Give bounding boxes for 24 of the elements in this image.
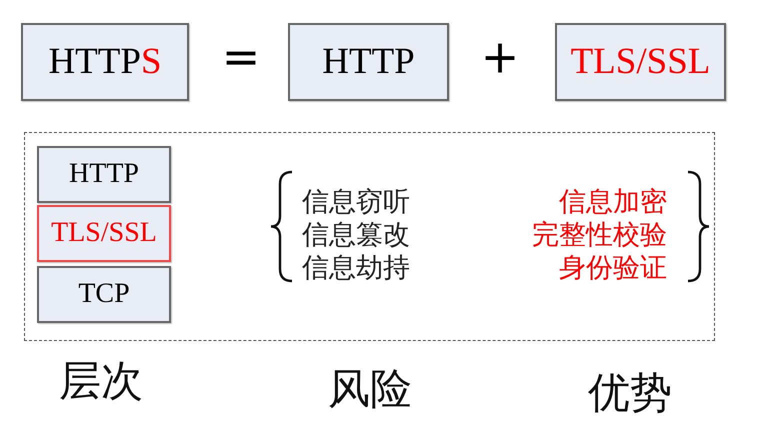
protocol-box xyxy=(555,23,726,101)
benefit-item: 身份验证 xyxy=(559,252,667,284)
layer-box xyxy=(37,266,171,323)
risk-item: 信息劫持 xyxy=(302,252,410,284)
column-heading: 优势 xyxy=(588,368,672,418)
column-heading: 层次 xyxy=(59,356,143,406)
layer-box xyxy=(37,205,171,262)
protocol-box xyxy=(21,23,189,101)
protocol-label: TLS/SSL xyxy=(570,42,710,82)
layer-label: HTTP xyxy=(69,159,139,190)
benefit-item: 完整性校验 xyxy=(532,219,667,251)
layer-box xyxy=(37,146,171,203)
plus-sign: + xyxy=(480,30,520,84)
layer-label: TLS/SSL xyxy=(51,218,157,249)
risk-item: 信息篡改 xyxy=(302,219,410,251)
benefit-item: 信息加密 xyxy=(559,186,667,218)
risk-item: 信息窃听 xyxy=(302,186,410,218)
column-heading: 风险 xyxy=(328,364,412,414)
protocol-box xyxy=(288,23,449,101)
layer-label: TCP xyxy=(78,279,130,310)
equals-sign: = xyxy=(222,30,260,84)
protocol-label: HTTP xyxy=(322,42,415,82)
dashed-frame xyxy=(24,132,715,341)
protocol-label: HTTPS xyxy=(48,42,162,82)
